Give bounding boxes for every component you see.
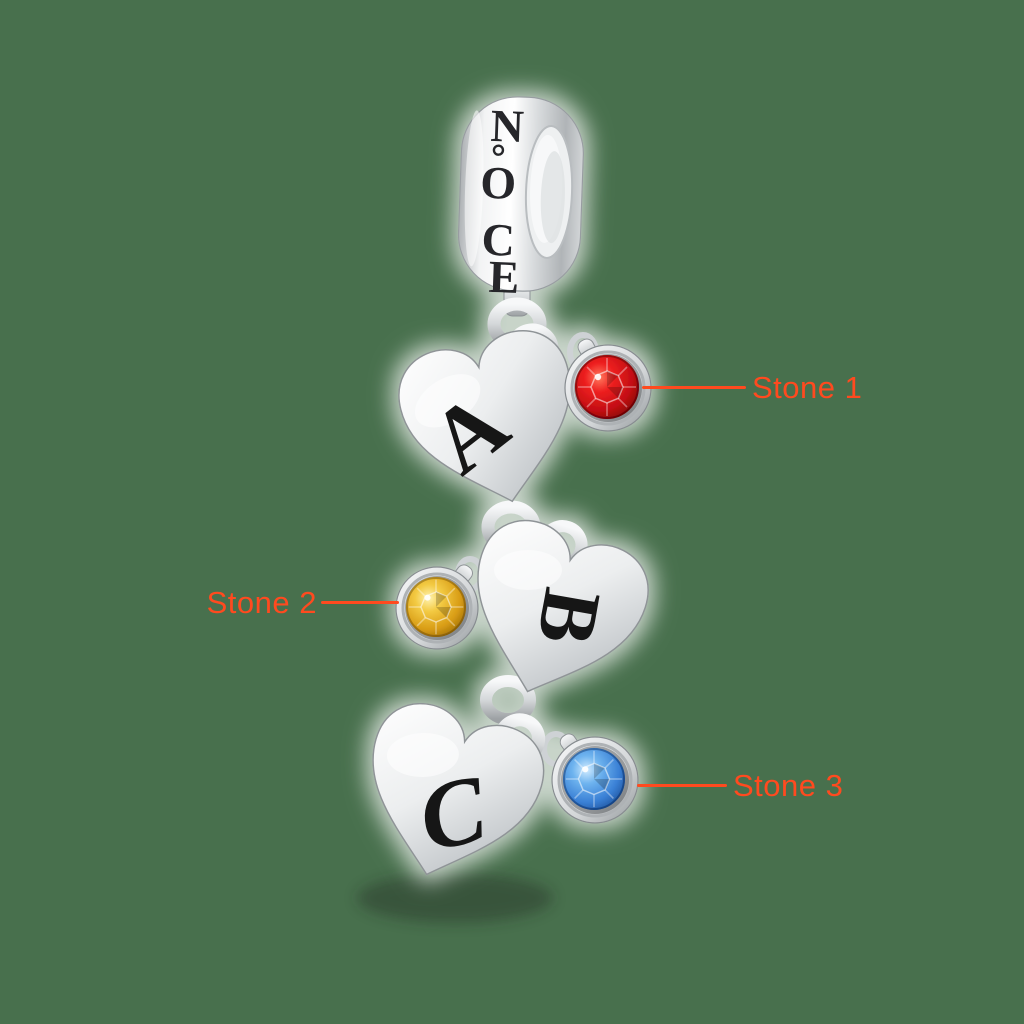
stone-blue [551, 733, 639, 824]
annotation-label-stone-1: Stone 1 [752, 370, 863, 405]
heart-charm-1: A [388, 320, 597, 523]
charm-pendant: A B C N [343, 96, 661, 899]
heart-charm-3: C [343, 691, 556, 899]
chain-ring [480, 675, 536, 725]
annotation-label-stone-3: Stone 3 [733, 768, 844, 803]
stone-red [564, 338, 652, 432]
ground-shadow [357, 873, 553, 923]
brand-letter-e: E [488, 251, 520, 303]
brand-letter-c: C [481, 214, 516, 266]
heart-charm-2: B [445, 507, 661, 719]
annotation-line-stone-1 [642, 386, 746, 389]
charm-bale: N O C E [457, 96, 584, 303]
stone-yellow [395, 564, 479, 650]
annotation-line-stone-3 [637, 784, 727, 787]
annotation-label-stone-2: Stone 2 [206, 585, 317, 620]
brand-ring-accent [492, 144, 505, 156]
brand-engraving: N O C E [480, 100, 525, 303]
brand-letter-n: N [490, 100, 525, 152]
brand-letter-o: O [480, 157, 518, 209]
annotation-line-stone-2 [321, 601, 399, 604]
